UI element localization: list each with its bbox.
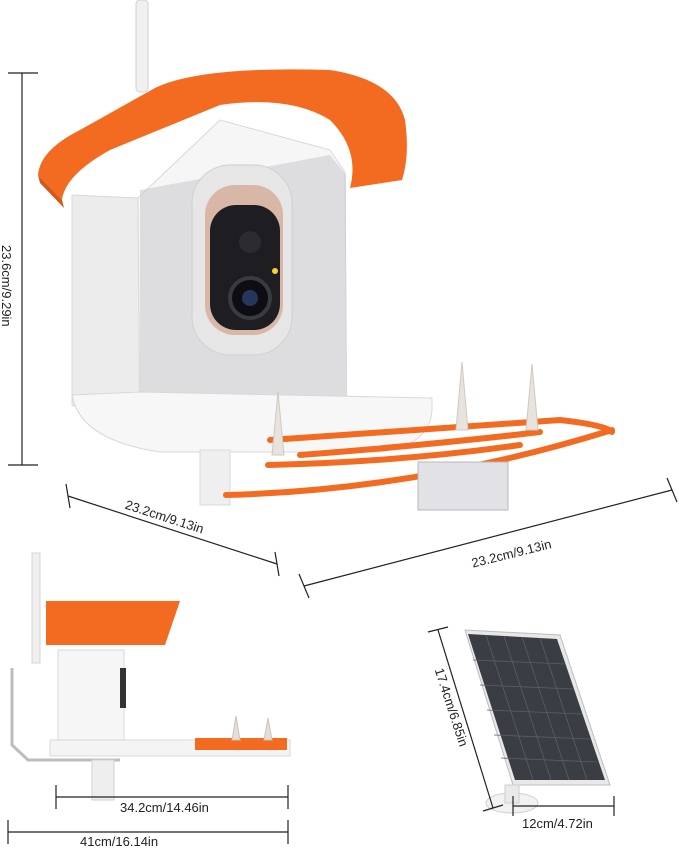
side-depth-label: 34.2cm/14.46in — [120, 800, 209, 815]
perch-spikes — [271, 361, 539, 456]
roof — [38, 69, 407, 200]
side-depth-dimension-line — [55, 785, 289, 809]
panel-width-label: 12cm/4.72in — [522, 816, 593, 831]
side-mount-bracket — [10, 668, 120, 762]
side-roof — [46, 601, 180, 645]
solar-panel — [464, 629, 611, 814]
panel-width-dimension-line — [512, 796, 615, 816]
side-total-label: 41cm/16.14in — [80, 834, 159, 849]
height-dimension-line — [8, 72, 38, 466]
status-led — [272, 268, 278, 274]
feeder-base-tray — [71, 391, 433, 453]
pir-sensor — [239, 231, 261, 253]
side-perch — [195, 738, 287, 750]
bird-feeder-main — [38, 0, 615, 511]
side-antenna — [31, 552, 41, 664]
bird-feeder-side-view — [10, 552, 291, 801]
width-dimension-line — [298, 477, 678, 599]
water-dish — [417, 461, 509, 511]
antenna — [135, 0, 149, 93]
side-total-dimension-line — [7, 820, 289, 844]
side-body — [57, 649, 125, 746]
panel-height-dimension-line — [427, 626, 504, 812]
height-label: 23.6cm/9.29in — [0, 245, 14, 327]
depth-dimension-line — [65, 483, 280, 577]
solar-panel-cells — [468, 634, 605, 780]
